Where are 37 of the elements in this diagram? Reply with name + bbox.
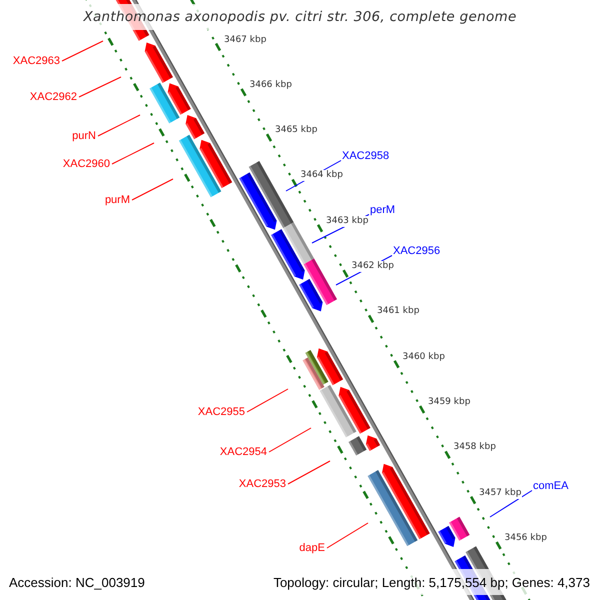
leader-line xyxy=(326,522,368,548)
leader-line xyxy=(268,428,312,452)
genome-stats-text: Topology: circular; Length: 5,175,554 bp; Genes: 4,373 xyxy=(273,575,590,590)
scale-label: 3461 kbp xyxy=(376,306,420,318)
leader-line xyxy=(98,114,140,136)
scale-label: 3459 kbp xyxy=(427,396,472,408)
gene-label: XAC2956 xyxy=(393,244,440,258)
scale-label: 3465 kbp xyxy=(274,125,318,136)
gene-label: dapE xyxy=(299,542,325,554)
scale-label: 3460 kbp xyxy=(402,352,446,363)
gene-label: XAC2955 xyxy=(198,406,245,418)
gene-label: comEA xyxy=(533,480,568,492)
gene-label: XAC2960 xyxy=(62,158,110,170)
scale-label: 3463 kbp xyxy=(325,216,370,227)
leader-line xyxy=(288,460,330,484)
gene-label: XAC2953 xyxy=(238,478,286,490)
gene-label: XAC2962 xyxy=(30,90,77,104)
leader-line xyxy=(112,142,154,164)
leader-line xyxy=(132,178,174,200)
scale-label: 3466 kbp xyxy=(248,80,293,91)
scale-label: 3462 kbp xyxy=(350,261,395,272)
scale-label: 3464 kbp xyxy=(300,170,344,182)
leader-line xyxy=(490,490,532,518)
scale-label: 3457 kbp xyxy=(478,488,522,498)
gene-label: purN xyxy=(72,130,96,142)
leader-line xyxy=(78,76,122,98)
gene-label: XAC2954 xyxy=(220,446,267,458)
scale-label: 3467 kbp xyxy=(223,34,268,46)
gene-label: XAC2963 xyxy=(12,54,60,68)
gene-label: XAC2958 xyxy=(342,150,390,162)
accession-text: Accession: NC_003919 xyxy=(9,575,145,590)
scale-label: 3456 kbp xyxy=(504,532,548,544)
leader-line xyxy=(246,388,288,412)
scale-label: 3458 kbp xyxy=(452,442,497,454)
gene-label: purM xyxy=(104,194,130,206)
leader-line xyxy=(62,40,104,62)
gene-label: perM xyxy=(370,204,396,216)
